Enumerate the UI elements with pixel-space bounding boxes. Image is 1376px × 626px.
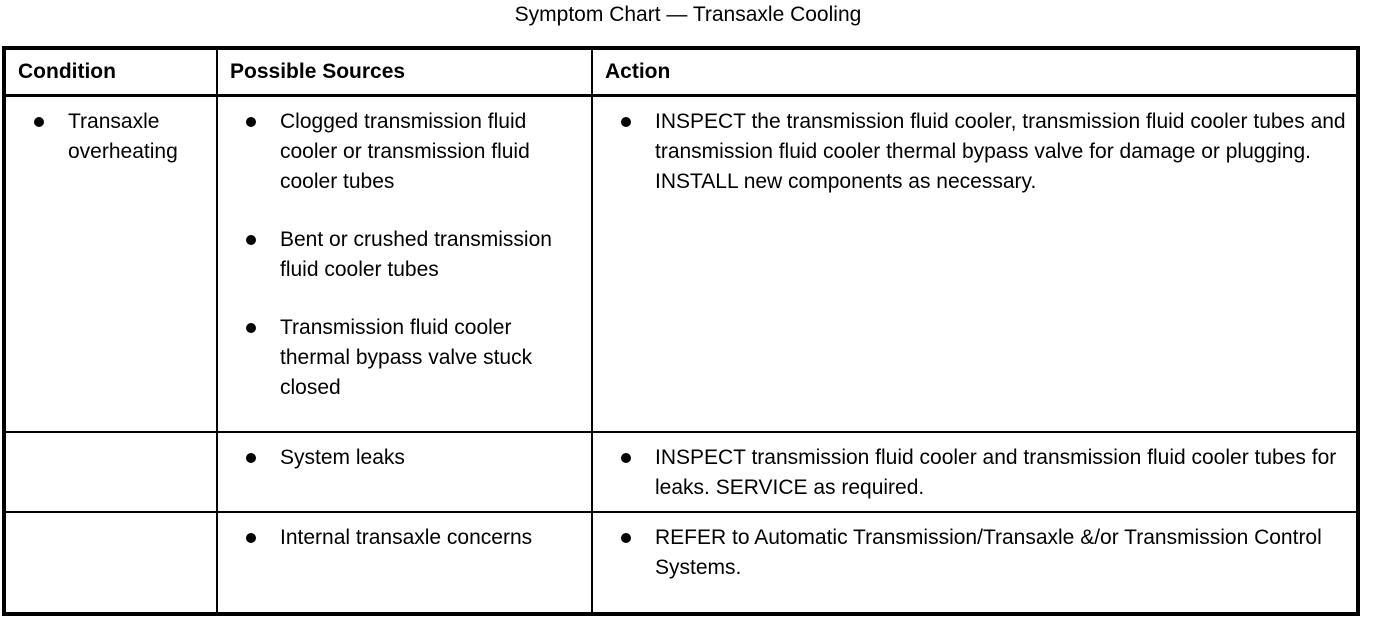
column-header-condition: Condition xyxy=(3,47,218,97)
list-item-text: INSPECT the transmission fluid cooler, t… xyxy=(655,110,1346,193)
bullet-icon xyxy=(246,235,256,245)
bullet-icon xyxy=(621,117,631,127)
bullet-icon xyxy=(246,532,256,543)
bullet-icon xyxy=(246,117,256,127)
list-item-text: Transmission fluid cooler thermal bypass… xyxy=(280,316,533,399)
chart-title: Symptom Chart — Transaxle Cooling xyxy=(514,3,862,26)
action-cell: REFER to Automatic Transmission/Transaxl… xyxy=(591,510,1359,615)
list-item-text: Internal transaxle concerns xyxy=(280,525,533,549)
list-item: INSPECT transmission fluid cooler and tr… xyxy=(621,443,1348,503)
header-row: Condition Possible Sources Action xyxy=(3,47,1359,97)
table-row: Internal transaxle concerns REFER to Aut… xyxy=(3,510,1359,615)
list-item: INSPECT the transmission fluid cooler, t… xyxy=(621,107,1348,197)
list-item: System leaks xyxy=(246,443,583,473)
condition-cell xyxy=(3,510,218,615)
list-item: REFER to Automatic Transmission/Transaxl… xyxy=(621,523,1348,583)
list-item: Clogged transmission fluid cooler or tra… xyxy=(246,107,583,197)
condition-cell xyxy=(3,430,218,513)
table-row: System leaks INSPECT transmission fluid … xyxy=(3,430,1359,513)
action-cell: INSPECT the transmission fluid cooler, t… xyxy=(591,94,1359,433)
list-item: Transaxle overheating xyxy=(34,107,208,167)
bullet-icon xyxy=(621,532,631,543)
action-cell: INSPECT transmission fluid cooler and tr… xyxy=(591,430,1359,513)
sources-cell: Internal transaxle concerns xyxy=(216,510,593,615)
table-row: Transaxle overheating Clogged transmissi… xyxy=(3,94,1359,433)
list-item-text: Bent or crushed transmission fluid coole… xyxy=(280,228,552,281)
list-item: Internal transaxle concerns xyxy=(246,523,583,553)
list-item: Bent or crushed transmission fluid coole… xyxy=(246,225,583,285)
condition-cell: Transaxle overheating xyxy=(3,94,218,433)
column-header-action: Action xyxy=(591,47,1359,97)
list-item-text: System leaks xyxy=(280,445,405,469)
bullet-icon xyxy=(621,452,631,463)
bullet-icon xyxy=(246,452,256,463)
bullet-icon xyxy=(34,117,44,127)
list-item: Transmission fluid cooler thermal bypass… xyxy=(246,313,583,403)
list-item-text: REFER to Automatic Transmission/Transaxl… xyxy=(655,525,1322,579)
column-header-possible-sources: Possible Sources xyxy=(216,47,593,97)
list-item-text: INSPECT transmission fluid cooler and tr… xyxy=(655,445,1337,499)
sources-cell: Clogged transmission fluid cooler or tra… xyxy=(216,94,593,433)
list-item-text: Clogged transmission fluid cooler or tra… xyxy=(280,110,530,193)
bullet-icon xyxy=(246,323,256,333)
list-item-text: Transaxle overheating xyxy=(68,110,178,163)
symptom-chart-table: Condition Possible Sources Action Transa… xyxy=(2,46,1360,616)
sources-cell: System leaks xyxy=(216,430,593,513)
